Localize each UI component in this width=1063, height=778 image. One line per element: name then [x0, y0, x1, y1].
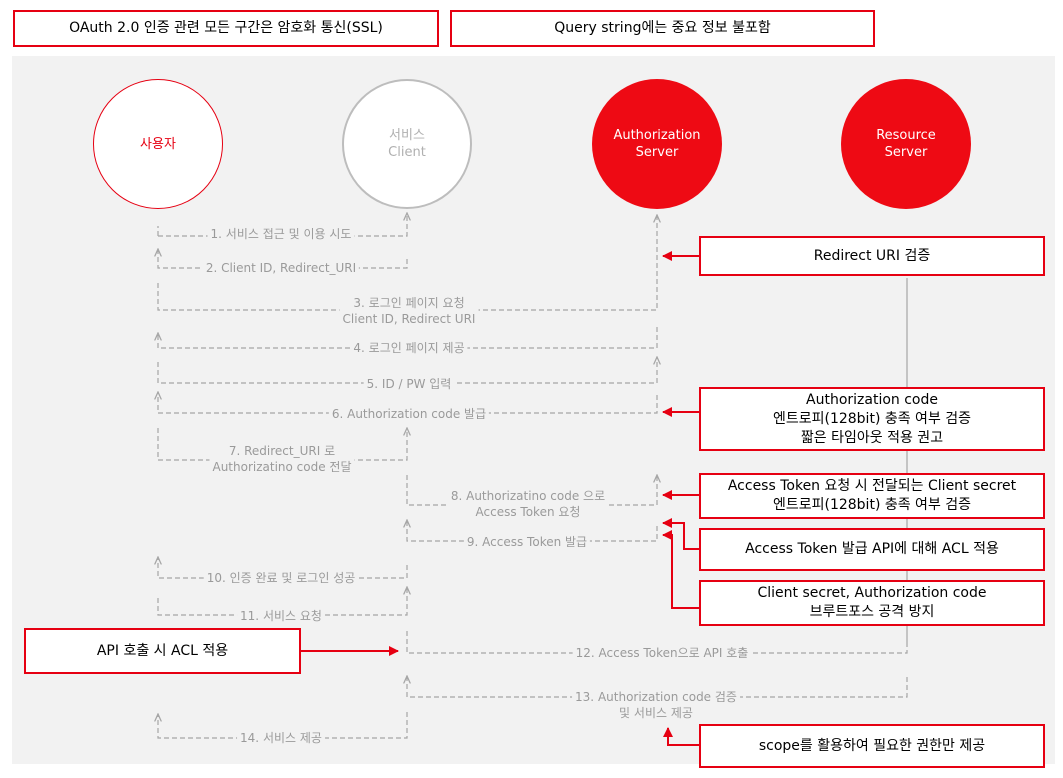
- actor-client-label-1: 서비스: [389, 128, 425, 143]
- step-14-label: 14. 서비스 제공: [237, 730, 325, 746]
- step-10-label: 10. 인증 완료 및 로그인 성공: [203, 570, 359, 586]
- note-acl: Access Token 발급 API에 대해 ACL 적용: [699, 528, 1045, 571]
- actor-authorization-server: Authorization Server: [592, 79, 722, 209]
- note-access-token-request: Access Token 요청 시 전달되는 Client secret 엔트로…: [699, 473, 1045, 519]
- step-6-label: 6. Authorization code 발급: [328, 406, 490, 422]
- flow-step-13: [407, 676, 908, 698]
- note-bruteforce: Client secret, Authorization code 브루트포스 …: [699, 580, 1045, 626]
- actor-user-label: 사용자: [140, 136, 176, 152]
- flow-step-11: [157, 587, 407, 616]
- actor-user: 사용자: [93, 79, 223, 209]
- ssl-note-box: OAuth 2.0 인증 관련 모든 구간은 암호화 통신(SSL): [13, 10, 439, 47]
- ssl-note-text: OAuth 2.0 인증 관련 모든 구간은 암호화 통신(SSL): [69, 20, 383, 36]
- flow-step-4: [158, 327, 658, 349]
- connector-scope: [663, 727, 699, 746]
- step-9-label: 9. Access Token 발급: [463, 534, 591, 550]
- flow-step-14: [158, 712, 408, 739]
- note-scope: scope를 활용하여 필요한 권한만 제공: [699, 724, 1045, 768]
- note-redirect-uri: Redirect URI 검증: [699, 236, 1045, 276]
- step-1-label: 1. 서비스 접근 및 이용 시도: [207, 226, 355, 242]
- query-note-text: Query string에는 중요 정보 불포함: [554, 20, 771, 36]
- step-12-label: 12. Access Token으로 API 호출: [572, 645, 752, 661]
- actor-resource-label-1: Resource: [876, 128, 936, 143]
- note-api-acl: API 호출 시 ACL 적용: [24, 628, 301, 674]
- step-11-label: 11. 서비스 요청: [237, 608, 325, 624]
- step-4-label: 4. 로그인 페이지 제공: [350, 340, 468, 356]
- step-5-label: 5. ID / PW 입력: [363, 376, 455, 392]
- note-authorization-code: Authorization code 엔트로피(128bit) 충족 여부 검증…: [699, 387, 1045, 451]
- actor-resource-label-2: Server: [884, 145, 928, 160]
- actor-client-label-2: Client: [388, 145, 426, 160]
- connector-brute: [662, 530, 699, 609]
- actor-client: 서비스 Client: [342, 79, 472, 209]
- connector-acl: [662, 518, 699, 550]
- query-note-box: Query string에는 중요 정보 불포함: [450, 10, 875, 47]
- actor-auth-label-1: Authorization: [613, 128, 701, 143]
- actor-resource-server: Resource Server: [841, 79, 971, 209]
- actor-auth-label-2: Server: [635, 145, 679, 160]
- flow-step-2: [158, 249, 408, 269]
- flow-step-5: [157, 357, 657, 384]
- step-2-label: 2. Client ID, Redirect_URI: [202, 260, 360, 276]
